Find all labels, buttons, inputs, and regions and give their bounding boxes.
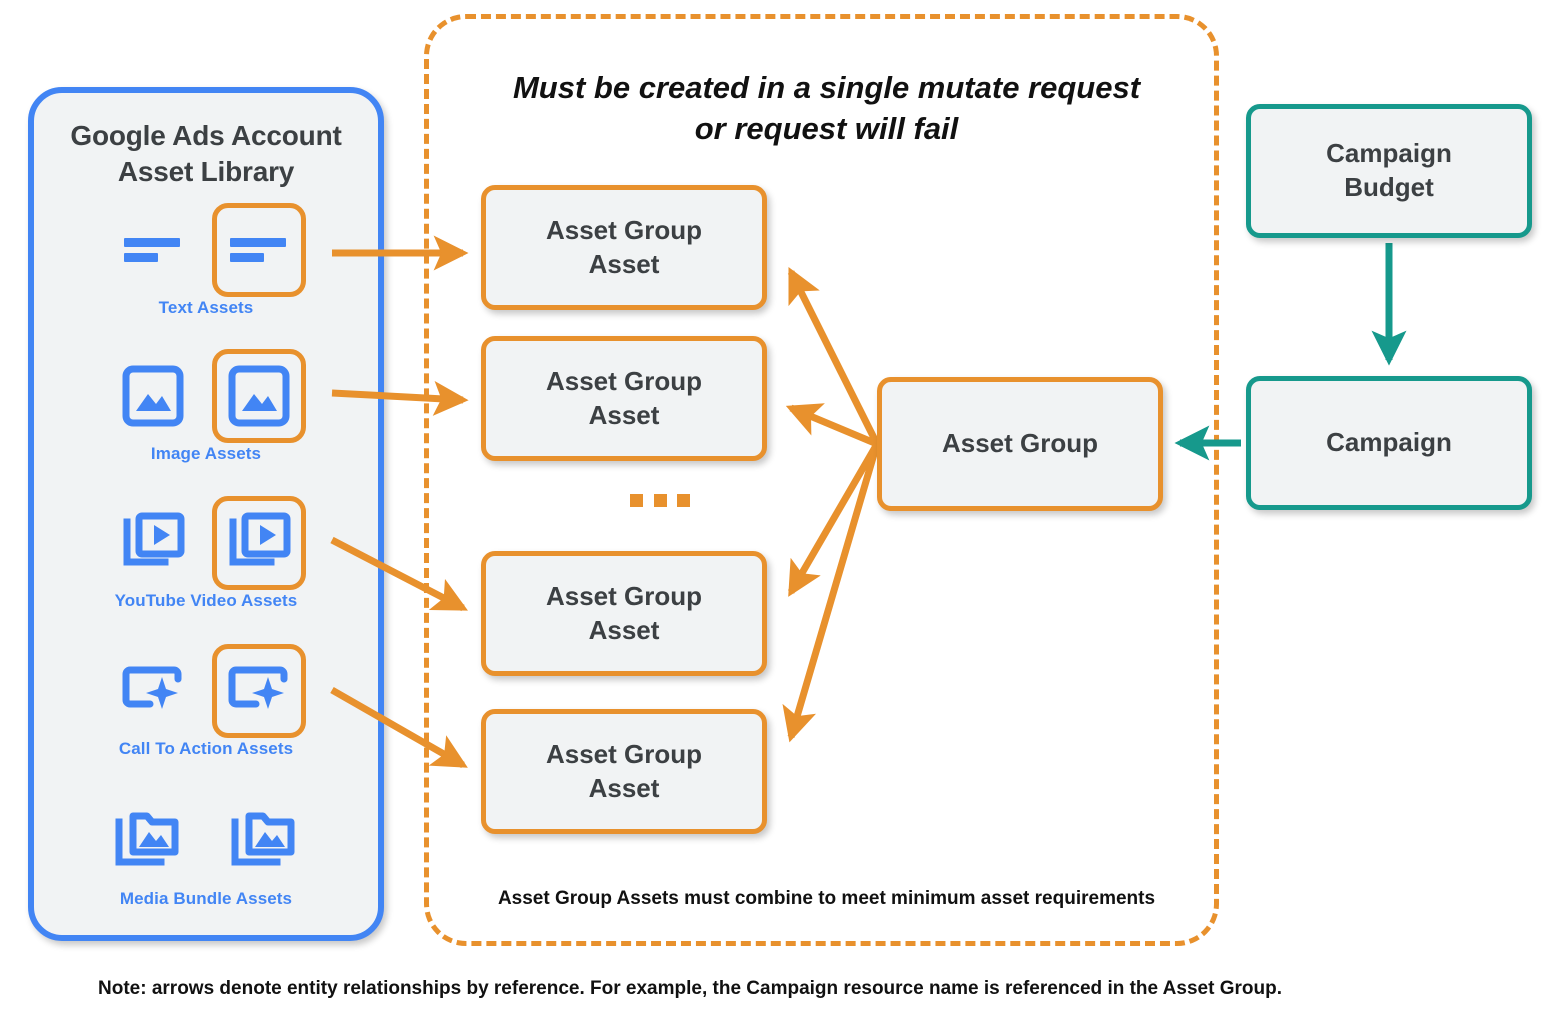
aga-1-line-2: Asset [588, 248, 660, 279]
asset-icon-group-image [34, 348, 378, 444]
asset-group-asset-node-4[interactable]: Asset Group Asset [481, 709, 767, 834]
text-lines-icon [230, 238, 286, 262]
call-to-action-sparkle-icon [122, 666, 182, 709]
asset-library-title-line-2: Asset Library [117, 155, 295, 187]
call-to-action-asset-icon[interactable] [106, 644, 200, 738]
aga-2-line-1: Asset Group [545, 365, 703, 396]
campaign-budget-line-2: Budget [1344, 172, 1434, 202]
asset-caption-media-bundle: Media Bundle Assets [119, 889, 293, 908]
ellipsis-dot-2 [653, 494, 667, 507]
asset-group-asset-node-1[interactable]: Asset Group Asset [481, 185, 767, 310]
mutate-note-line-1: Must be created in a single mutate reque… [512, 70, 1141, 105]
youtube-asset-icon[interactable] [106, 496, 200, 590]
asset-caption-image: Image Assets [150, 444, 262, 463]
asset-icon-group-media-bundle [34, 793, 378, 889]
asset-group-asset-node-2[interactable]: Asset Group Asset [481, 336, 767, 461]
asset-group-label: Asset Group [941, 428, 1099, 459]
asset-icon-group-text [34, 202, 378, 298]
asset-group-asset-label-4: Asset Group Asset [546, 738, 702, 806]
media-bundle-folder-icon [115, 812, 179, 866]
video-stack-play-icon [229, 512, 291, 566]
asset-row-cta: Call To Action Assets [34, 643, 378, 773]
aga-4-line-2: Asset [588, 772, 660, 803]
asset-row-image: Image Assets [34, 348, 378, 478]
asset-group-asset-label-2: Asset Group Asset [546, 365, 702, 433]
asset-requirements-note: Asset Group Assets must combine to meet … [497, 888, 1156, 909]
mutate-request-container: Must be created in a single mutate reque… [424, 14, 1219, 946]
aga-4-line-1: Asset Group [545, 738, 703, 769]
asset-row-youtube: YouTube Video Assets [34, 495, 378, 625]
asset-library-panel: Google Ads Account Asset Library [28, 87, 384, 941]
asset-caption-cta: Call To Action Assets [118, 739, 294, 758]
media-bundle-asset-icon[interactable] [101, 794, 195, 888]
aga-3-line-2: Asset [588, 614, 660, 645]
youtube-asset-icon-selected[interactable] [212, 496, 306, 590]
ellipsis-dot-3 [677, 494, 690, 507]
video-stack-play-icon [123, 512, 185, 566]
asset-library-title: Google Ads Account Asset Library [34, 118, 378, 190]
media-bundle-folder-icon [231, 812, 295, 866]
aga-3-line-1: Asset Group [545, 580, 703, 611]
asset-caption-youtube: YouTube Video Assets [114, 591, 298, 610]
image-asset-icon-selected[interactable] [212, 349, 306, 443]
image-icon [228, 365, 290, 427]
asset-group-asset-label-3: Asset Group Asset [546, 580, 702, 648]
mutate-note-line-2: or request will fail [694, 111, 959, 147]
text-asset-icon[interactable] [106, 203, 200, 297]
campaign-label: Campaign [1326, 427, 1452, 458]
ellipsis-indicator [630, 494, 690, 508]
call-to-action-asset-icon-selected[interactable] [212, 644, 306, 738]
aga-2-line-2: Asset [588, 399, 660, 430]
campaign-budget-line-1: Campaign [1326, 138, 1452, 169]
campaign-budget-node[interactable]: Campaign Budget [1246, 104, 1532, 238]
footer-note: Note: arrows denote entity relationships… [98, 978, 1282, 999]
asset-icon-group-cta [34, 643, 378, 739]
call-to-action-sparkle-icon [228, 666, 288, 709]
campaign-budget-label: Campaign Budget [1326, 137, 1452, 205]
aga-1-line-1: Asset Group [545, 214, 703, 245]
asset-icon-group-youtube [34, 495, 378, 591]
asset-row-text: Text Assets [34, 202, 378, 332]
text-lines-icon [124, 238, 180, 262]
media-bundle-asset-icon-2[interactable] [217, 794, 311, 888]
asset-group-asset-node-3[interactable]: Asset Group Asset [481, 551, 767, 676]
asset-group-node[interactable]: Asset Group [877, 377, 1163, 511]
campaign-node[interactable]: Campaign [1246, 376, 1532, 510]
asset-caption-text: Text Assets [158, 298, 254, 317]
mutate-request-note: Must be created in a single mutate reque… [469, 67, 1184, 149]
text-asset-icon-selected[interactable] [212, 203, 306, 297]
asset-row-media-bundle: Media Bundle Assets [34, 793, 378, 923]
image-icon [122, 365, 184, 427]
ellipsis-dot-1 [630, 494, 643, 507]
asset-library-title-line-1: Google Ads Account [70, 120, 342, 151]
asset-group-asset-label-1: Asset Group Asset [546, 214, 702, 282]
image-asset-icon[interactable] [106, 349, 200, 443]
